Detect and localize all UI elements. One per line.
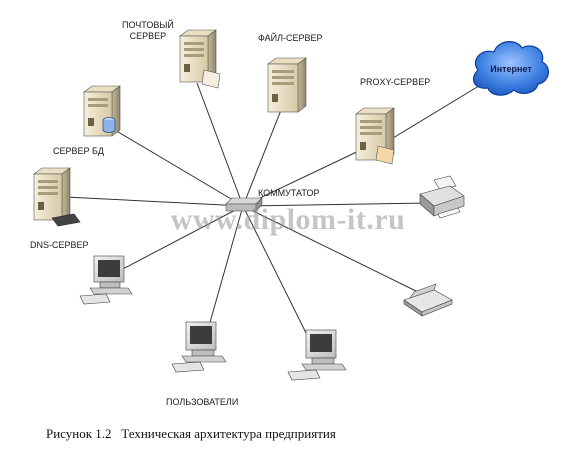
db-server-icon <box>83 85 121 137</box>
link-printer <box>242 202 431 207</box>
db-server-label: СЕРВЕР БД <box>53 146 105 156</box>
internet-label: Интернет <box>490 64 532 74</box>
pc-right-icon <box>287 329 347 381</box>
switch-label: КОММУТАТОР <box>258 188 320 198</box>
proxy-server-icon <box>355 107 395 165</box>
dns-server-label: DNS-СЕРВЕР <box>30 240 89 250</box>
link-proxy-server <box>242 147 366 207</box>
link-file-server <box>242 99 286 207</box>
file-server-label: ФАЙЛ-СЕРВЕР <box>258 33 323 43</box>
link-db-server <box>102 122 244 207</box>
link-pc-right <box>242 205 313 346</box>
link-dns-server <box>64 196 244 207</box>
mail-server-icon <box>179 29 221 89</box>
printer-icon <box>419 175 465 219</box>
figure-caption: Рисунок 1.2 Техническая архитектура пред… <box>46 426 336 441</box>
link-internet <box>392 77 493 139</box>
link-scanner <box>242 205 421 294</box>
scanner-icon <box>403 283 453 317</box>
internet-cloud-icon: Интернет <box>473 41 549 96</box>
link-pc-center <box>204 205 244 341</box>
watermark: www.diplom-it.ru <box>170 203 406 236</box>
users-label: ПОЛЬЗОВАТЕЛИ <box>166 397 239 407</box>
pc-left-icon <box>79 255 133 305</box>
proxy-server-label: PROXY-СЕРВЕР <box>360 77 431 87</box>
switch-icon <box>225 197 263 212</box>
link-mail-server <box>196 82 244 207</box>
connection-lines <box>64 77 493 346</box>
pc-center-icon <box>171 321 227 373</box>
link-pc-left <box>116 205 244 273</box>
dns-server-icon <box>33 167 81 227</box>
mail-server-label: ПОЧТОВЫЙ СЕРВЕР <box>122 20 174 41</box>
file-server-icon <box>267 57 307 113</box>
